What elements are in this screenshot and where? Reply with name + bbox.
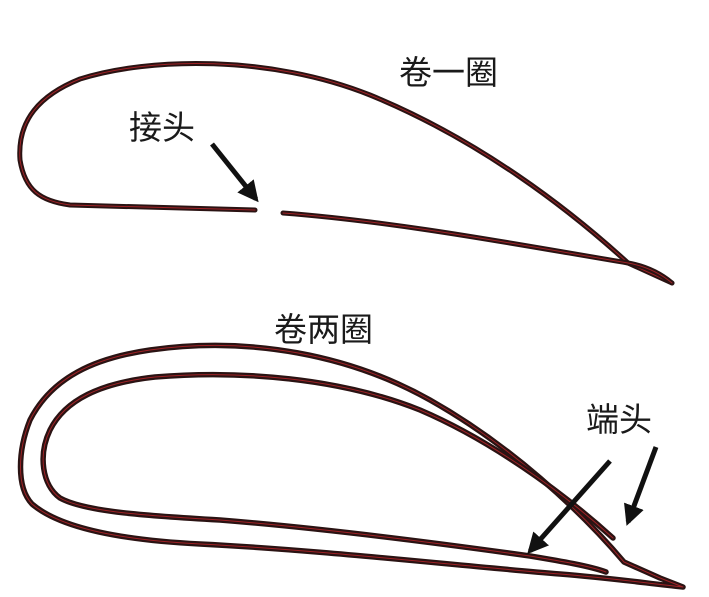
two-turn-inner-loop xyxy=(40,371,616,575)
two-turn-winding xyxy=(17,342,686,590)
ends-label: 端头 xyxy=(586,400,652,439)
one-turn-airfoil-edge xyxy=(19,62,673,284)
joint-arrow xyxy=(210,142,259,203)
one-turn-winding xyxy=(17,60,675,286)
end-arrow-inner xyxy=(527,459,612,555)
two-turn-inner-loop-edge xyxy=(42,374,614,573)
two-turns-label: 卷两圈 xyxy=(274,310,373,349)
two-turn-outer-loop-edge xyxy=(20,344,684,588)
joint-label: 接头 xyxy=(129,108,195,147)
end-arrow-outer xyxy=(624,446,659,526)
one-turn-label: 卷一圈 xyxy=(399,53,498,92)
one-turn-airfoil xyxy=(17,60,675,286)
one-turn-lower-surface-edge xyxy=(282,212,673,284)
